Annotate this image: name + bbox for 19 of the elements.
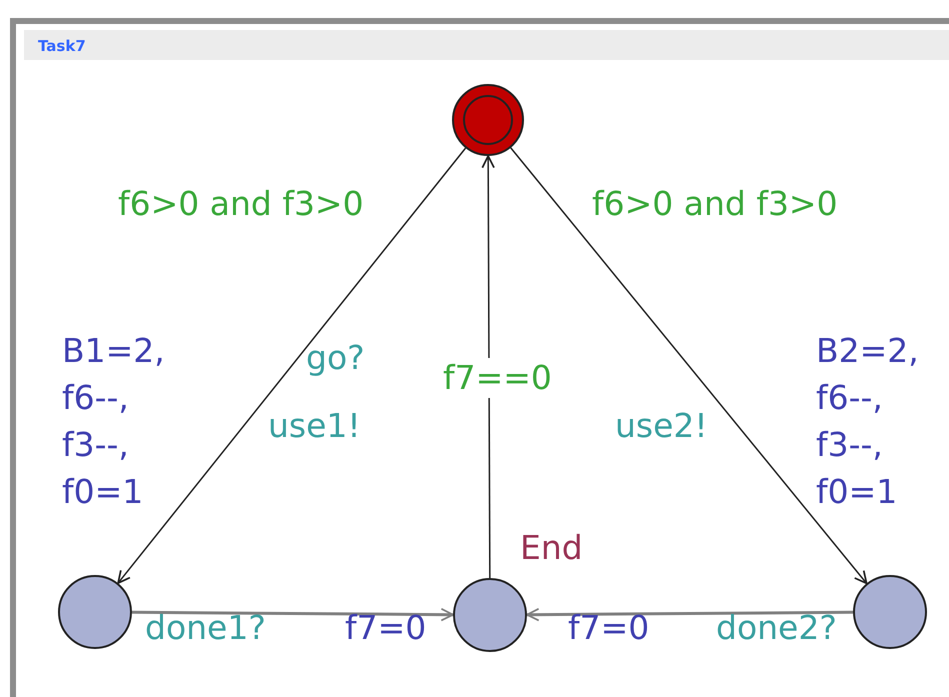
update-label: f7=0 xyxy=(568,607,650,649)
update-label: f7=0 xyxy=(345,607,426,649)
update-label: B2=2, f6--, f3--, f0=1 xyxy=(816,330,920,513)
sync-label: done1? xyxy=(145,607,266,649)
window-title: Task7 xyxy=(38,37,86,55)
sync-label: use2! xyxy=(615,405,708,447)
guard-label: f6>0 and f3>0 xyxy=(592,183,838,225)
transition-arrow xyxy=(117,148,466,584)
guard-label: f6>0 and f3>0 xyxy=(118,183,364,225)
sync-label: go? xyxy=(306,337,365,379)
transition-arrow xyxy=(132,608,454,622)
transition-arrow xyxy=(481,155,495,578)
transition-arrow xyxy=(510,147,868,584)
sync-label: use1! xyxy=(268,405,361,447)
update-label: B1=2, f6--, f3--, f0=1 xyxy=(62,330,166,513)
sync-label: done2? xyxy=(716,607,837,649)
transition-arrow xyxy=(526,608,854,622)
state-name: End xyxy=(520,528,583,567)
edge-label: f7==0 xyxy=(442,358,553,398)
